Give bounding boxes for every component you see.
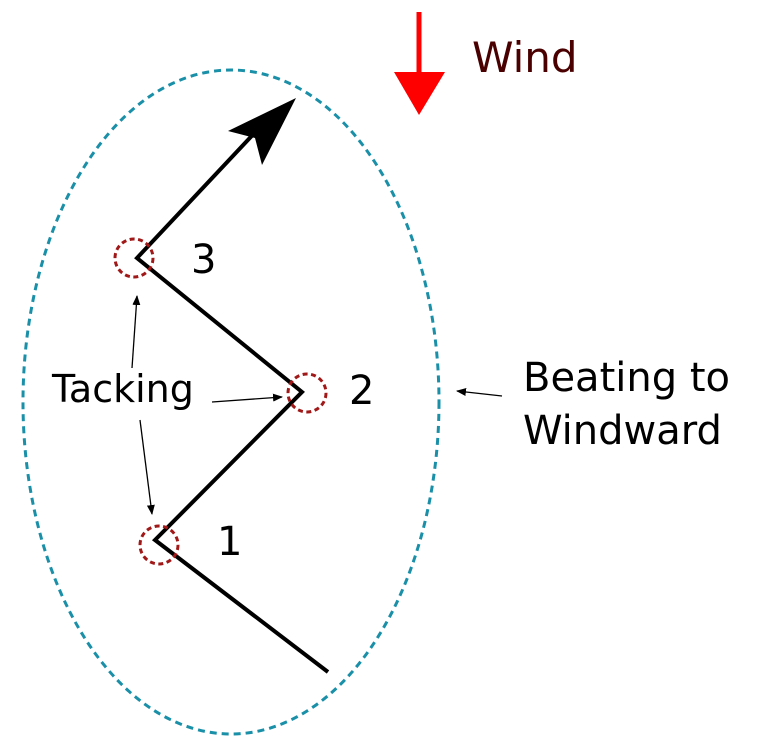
wind-arrow: [394, 12, 445, 115]
course-arrowhead-icon: [228, 98, 296, 165]
beating-label-line1: Beating to: [523, 355, 730, 401]
tack-marker-3: [113, 237, 155, 279]
sailing-course-path: [134, 123, 330, 674]
tacking-label: Tacking: [51, 367, 194, 411]
tack-number-3: 3: [191, 237, 216, 283]
tacking-pointer-to-1: [139, 419, 155, 515]
beating-label-line2: Windward: [523, 408, 722, 454]
tacking-pointer-to-2: [211, 393, 283, 403]
tack-number-2: 2: [349, 368, 374, 414]
tack-marker-2: [286, 372, 328, 414]
tack-number-1: 1: [217, 519, 242, 565]
wind-label: Wind: [472, 33, 578, 82]
windward-region-ellipse: [21, 68, 441, 736]
tack-marker-1: [138, 524, 180, 566]
tacking-pointer-to-3: [131, 295, 141, 369]
beating-pointer: [456, 388, 503, 397]
